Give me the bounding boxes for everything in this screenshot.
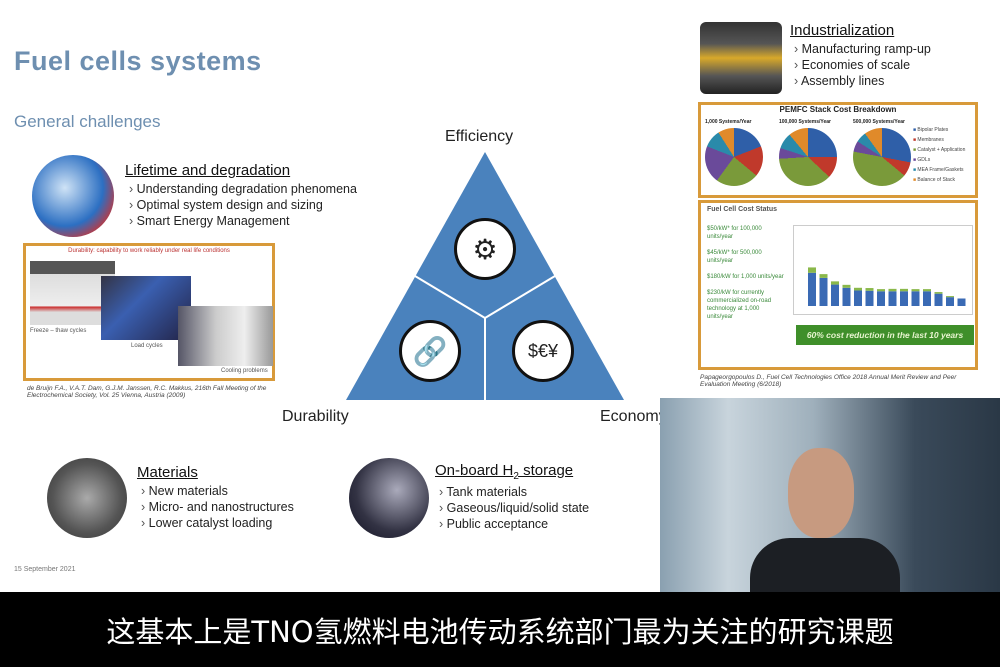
pie-chart: 100,000 Systems/Year <box>779 119 837 186</box>
cost-status-box: Fuel Cell Cost Status $50/kW* for 100,00… <box>698 200 978 370</box>
bar <box>819 274 828 278</box>
bar <box>854 287 862 291</box>
cost-banner: 60% cost reduction in the last 10 years <box>796 325 974 345</box>
cost-item: $230/kW for currently commercialized on-… <box>707 290 772 320</box>
bar <box>946 297 954 306</box>
bar <box>808 272 816 306</box>
freeze-image <box>30 261 115 325</box>
legend-entry: ■ Catalyst + Application <box>913 147 966 153</box>
webcam-feed <box>660 398 1000 592</box>
bar <box>842 284 851 288</box>
gear-chart-icon: ⚙ <box>454 218 516 280</box>
cost-item: $45/kW* for 500,000 units/year <box>707 250 762 264</box>
durability-box: Durability: capability to work reliably … <box>23 243 275 381</box>
caption: Freeze – thaw cycles <box>30 328 87 334</box>
legend-entry: ■ GDLs <box>913 157 931 163</box>
pie-chart: 1,000 Systems/Year <box>705 119 763 186</box>
durability-reference: de Bruijn F.A., V.A.T. Dam, G.J.M. Janss… <box>27 385 267 399</box>
bar <box>911 289 920 292</box>
caption: Load cycles <box>131 343 163 349</box>
pie-slices <box>705 128 763 186</box>
list-item: Manufacturing ramp-up <box>794 41 931 57</box>
bar <box>900 291 908 306</box>
cost-title: Fuel Cell Cost Status <box>707 206 778 213</box>
materials-heading: Materials <box>137 464 198 481</box>
materials-image <box>47 458 127 538</box>
cost-item: $50/kW* for 100,000 units/year <box>707 226 762 240</box>
pie-label: 1,000 Systems/Year <box>705 119 752 125</box>
label-economy: Economy <box>600 408 667 425</box>
pie-title: PEMFC Stack Cost Breakdown <box>779 105 897 114</box>
person-body <box>750 538 900 592</box>
bar <box>819 277 828 306</box>
cost-reference: Papageorgopoulos D., Fuel Cell Technolog… <box>700 374 957 388</box>
bar <box>831 281 839 285</box>
bar <box>946 296 954 298</box>
cost-bar-chart <box>793 225 973 315</box>
list-item: New materials <box>141 483 294 499</box>
industrialization-heading: Industrialization <box>790 22 895 39</box>
legend-entry: ■ Membranes <box>913 137 944 143</box>
list-item: Gaseous/liquid/solid state <box>439 500 589 516</box>
label-efficiency: Efficiency <box>445 128 514 145</box>
legend-entry: ■ Balance of Stack <box>913 177 955 183</box>
bar <box>831 284 839 306</box>
bar <box>842 287 851 306</box>
list-item: Public acceptance <box>439 516 589 532</box>
bar <box>854 290 862 306</box>
pie-charts-box: PEMFC Stack Cost Breakdown 1,000 Systems… <box>698 102 978 198</box>
list-item: Tank materials <box>439 484 589 500</box>
list-item: Assembly lines <box>794 73 931 89</box>
caption: Cooling problems <box>221 368 268 374</box>
bar <box>888 288 897 292</box>
lifetime-heading: Lifetime and degradation <box>125 162 291 179</box>
legend-entry: ■ Bipolar Plates <box>913 127 949 133</box>
person-head <box>788 448 854 538</box>
fuel-cell-image <box>32 155 114 237</box>
pie-slices <box>779 128 837 186</box>
traffic-image <box>101 276 191 340</box>
bar <box>911 291 920 306</box>
bar <box>877 291 885 306</box>
pie-slices <box>853 128 911 186</box>
bar <box>865 288 874 291</box>
bar <box>957 298 966 306</box>
factory-image <box>700 22 782 94</box>
slide-title: Fuel cells systems <box>14 46 262 76</box>
pie-label: 500,000 Systems/Year <box>853 119 905 125</box>
durability-title: Durability: capability to work reliably … <box>68 248 230 254</box>
currency-icon: $€¥ <box>512 320 574 382</box>
list-item: Optimal system design and sizing <box>129 197 357 213</box>
label-durability: Durability <box>282 408 349 425</box>
slide-subtitle: General challenges <box>14 112 161 131</box>
cooling-image <box>178 306 273 366</box>
pie-chart: 500,000 Systems/Year <box>853 119 911 186</box>
bar <box>808 267 816 273</box>
bar <box>865 290 874 306</box>
list-item: Economies of scale <box>794 57 931 73</box>
pie-label: 100,000 Systems/Year <box>779 119 831 125</box>
bar <box>923 289 931 292</box>
link-icon: 🔗 <box>399 320 461 382</box>
legend-entry: ■ MEA Frame/Gaskets <box>913 167 964 173</box>
cost-item: $180/kW for 1,000 units/year <box>707 274 784 280</box>
bar <box>934 292 943 294</box>
bar <box>900 288 908 292</box>
list-item: Smart Energy Management <box>129 213 357 229</box>
bar <box>934 293 943 306</box>
list-item: Lower catalyst loading <box>141 515 294 531</box>
list-item: Micro- and nanostructures <box>141 499 294 515</box>
list-item: Understanding degradation phenomena <box>129 181 357 197</box>
bar <box>923 291 931 306</box>
storage-heading: On-board H2 storage <box>435 462 574 482</box>
bar <box>877 289 885 292</box>
storage-tank-image <box>349 458 429 538</box>
slide-date: 15 September 2021 <box>14 566 76 573</box>
bar <box>888 291 897 306</box>
subtitle-caption: 这基本上是TNO氢燃料电池传动系统部门最为关注的研究课题 <box>0 592 1000 667</box>
